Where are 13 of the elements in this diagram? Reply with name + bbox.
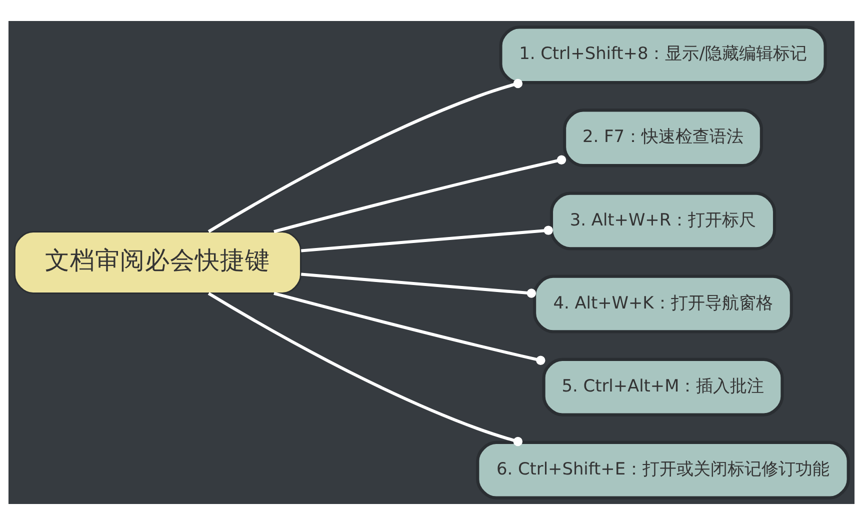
node-box: 4. Alt+W+K：打开导航窗格 [533,274,793,334]
connector [274,155,566,234]
node-box: 5. Ctrl+Alt+M：插入批注 [542,358,784,416]
connector [208,292,523,446]
connector [274,292,546,365]
connector [301,272,536,298]
node-box: 6. Ctrl+Shift+E：打开或关闭标记修订功能 [476,440,850,500]
node-box: 文档审阅必会快捷键 [14,230,302,294]
node-box: 2. F7：快速检查语法 [563,108,763,168]
node-box: 3. Alt+W+R：打开标尺 [550,192,776,250]
connector [208,78,523,233]
node-box: 1. Ctrl+Shift+8：显示/隐藏编辑标记 [499,26,827,84]
connector [301,226,553,252]
